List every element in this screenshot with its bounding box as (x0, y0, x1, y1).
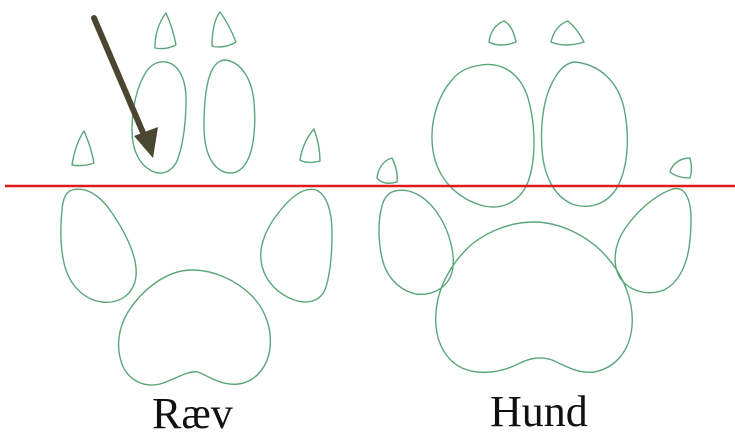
fox-main-pad (119, 270, 271, 385)
dog-main-pad (436, 222, 633, 372)
fox-toe-pad-outer-left (61, 189, 136, 302)
pointer-arrow (94, 18, 158, 158)
dog-toe-pad-outer-left (379, 190, 453, 294)
dog-paw-print (377, 21, 692, 372)
fox-paw-print (61, 12, 332, 385)
arrow-head (134, 127, 158, 158)
fox-toe-pad-right (204, 60, 255, 173)
dog-toe-pad-outer-right (615, 189, 691, 293)
dog-claw-top-left (489, 21, 516, 45)
fox-claw-top-right (212, 12, 236, 47)
dog-claw-left (377, 158, 397, 183)
fox-claw-left (72, 131, 94, 166)
fox-claw-top-left (155, 13, 176, 49)
dog-toe-pad-right (542, 62, 628, 206)
dog-claw-top-right (551, 21, 584, 45)
fox-claw-right (300, 129, 320, 162)
dog-claw-right (670, 158, 692, 178)
dog-label: Hund (490, 387, 588, 436)
fox-label: Ræv (152, 389, 233, 438)
fox-toe-pad-outer-right (261, 189, 332, 302)
fox-toe-pad-left (132, 62, 186, 173)
arrow-shaft (94, 18, 147, 142)
